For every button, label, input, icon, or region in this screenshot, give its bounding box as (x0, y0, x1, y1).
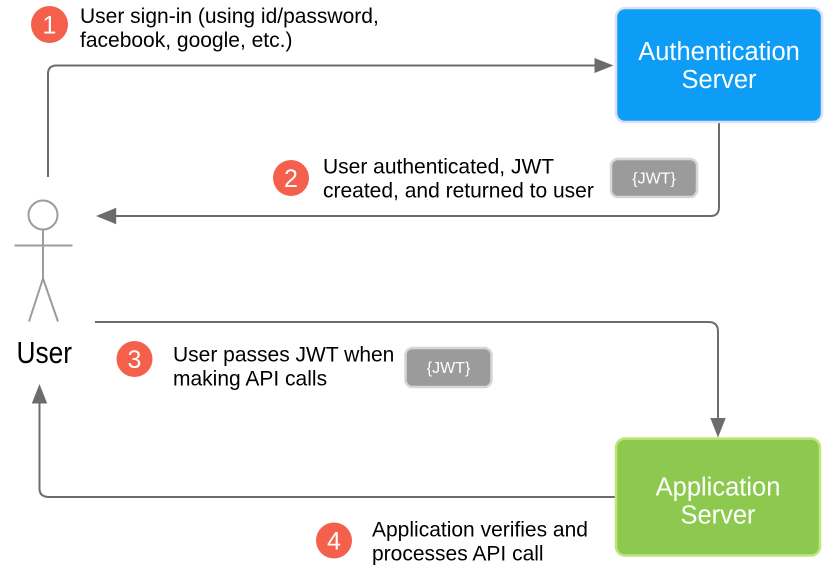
svg-text:2: 2 (284, 165, 298, 193)
svg-text:processes API call: processes API call (372, 543, 544, 566)
svg-text:facebook, google, etc.): facebook, google, etc.) (80, 29, 292, 52)
svg-text:Server: Server (680, 501, 756, 529)
svg-text:created, and returned to user: created, and returned to user (323, 180, 594, 203)
svg-text:Application verifies and: Application verifies and (372, 519, 588, 542)
svg-text:User passes JWT when: User passes JWT when (173, 344, 394, 367)
svg-text:Server: Server (681, 66, 757, 94)
svg-text:4: 4 (327, 527, 341, 555)
svg-text:making API calls: making API calls (173, 368, 327, 391)
svg-text:1: 1 (43, 11, 57, 39)
svg-text:{JWT}: {JWT} (632, 171, 676, 188)
svg-text:3: 3 (128, 346, 142, 374)
svg-text:User: User (17, 335, 73, 370)
svg-text:Application: Application (656, 473, 781, 501)
svg-text:Authentication: Authentication (638, 38, 800, 66)
svg-text:{JWT}: {JWT} (427, 360, 471, 377)
svg-text:User sign-in (using id/passwor: User sign-in (using id/password, (80, 5, 379, 28)
svg-text:User authenticated, JWT: User authenticated, JWT (323, 156, 554, 179)
